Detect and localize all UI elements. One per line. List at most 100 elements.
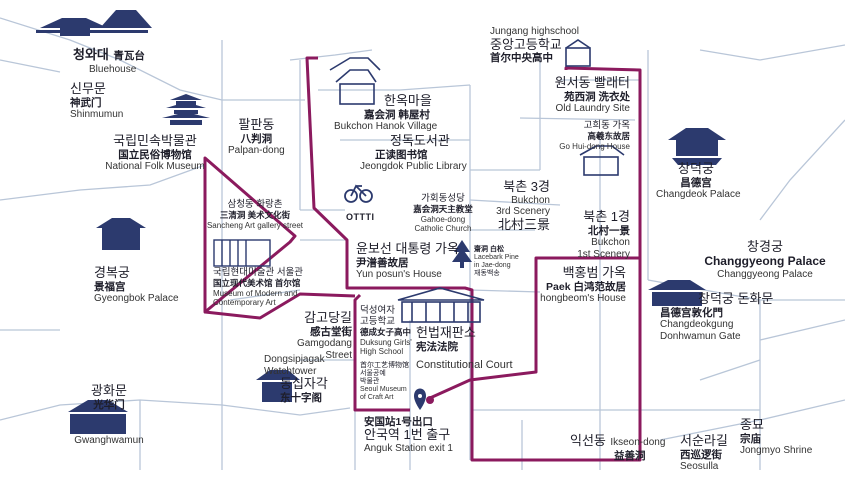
folk-museum-en: National Folk Museum	[105, 161, 205, 172]
building-icon	[213, 239, 271, 267]
samcheongdong-en: Sancheng Art gallery street	[206, 220, 304, 230]
anguk-zh: 安国站1号出口	[364, 416, 433, 428]
label-seosulla: 서순라길 西巡逻街 Seosulla	[680, 433, 728, 473]
duksung-ko2: 고등학교	[360, 315, 395, 327]
iksondong-zh: 益善洞	[614, 450, 646, 463]
church-zh: 嘉会洞天主教堂	[413, 203, 473, 214]
church-en2: Catholic Church	[414, 223, 472, 233]
seosulla-en: Seosulla	[680, 461, 719, 472]
dongsipjagak-en2: Watchtower	[264, 365, 317, 377]
hanok-village-ko: 한옥마을	[384, 93, 432, 108]
changdeokgung-en: Changdeok Palace	[656, 189, 741, 200]
walking-route	[203, 56, 642, 462]
baekhongbeom-ko: 백홍범 가옥	[562, 265, 626, 280]
library-en: Jeongdok Public Library	[360, 161, 467, 172]
yunposun-en: Yun posun's House	[356, 269, 442, 280]
label-hanok-village: 한옥마을 嘉会洞 韩屋村 Bukchon Hanok Village	[334, 93, 437, 133]
seosulla-zh: 西巡逻街	[680, 448, 722, 461]
court-ko: 헌법재판소	[416, 325, 476, 340]
road-network	[0, 17, 845, 470]
mmca-en2: Contemporary Art	[213, 297, 276, 307]
jongmyo-zh: 宗庙	[740, 432, 761, 445]
cheongwadae-zh: 青瓦台	[113, 50, 145, 62]
donhwamun-en2: Donhwamun Gate	[660, 330, 741, 342]
gamgodang-en2: Street	[325, 349, 352, 361]
gyeongbokgung-zh: 景福宫	[94, 280, 126, 293]
palace-icon	[36, 10, 726, 434]
library-ko: 정독도서관	[390, 133, 450, 148]
label-craft-museum: 首尔工艺博物馆 서울공예 박물관 Seoul Museum of Craft A…	[360, 362, 409, 402]
label-palpandong: 팔판동 八判洞 Palpan-dong	[228, 117, 285, 157]
donhwamun-en1: Changdeokgung	[660, 319, 734, 330]
label-lacebark: 齋洞 白松 Lacebark Pine in Jae-dong 재동백송	[474, 246, 519, 278]
donhwamun-zh: 昌德宫敦化門	[660, 306, 723, 319]
label-court: 헌법재판소 宪法法院 Constitutional Court	[416, 325, 513, 372]
iksondong-ko: 익선동	[570, 433, 606, 448]
label-yunposun: 윤보선 대통령 가옥 尹潽善故居 Yun posun's House	[356, 241, 459, 281]
gohuidong-en: Go Hui-dong House	[559, 141, 630, 151]
mmca-ko: 국립현대미술관 서울관	[213, 267, 304, 278]
dongsipjagak-en1: Dongsipjagak	[264, 354, 325, 365]
label-jongmyo: 종묘 宗庙 Jongmyo Shrine	[740, 417, 812, 457]
gyeongbokgung-en: Gyeongbok Palace	[94, 293, 179, 304]
duksung-en1: Duksung Girls'	[360, 337, 412, 347]
sinmumun-zh: 神武门	[70, 96, 102, 109]
label-changgyeonggung: 창경궁 Changgyeong Palace Changgyeong Palac…	[690, 239, 840, 280]
label-cheongwadae: 청와대 青瓦台 Bluehouse	[73, 46, 145, 76]
gwanghwamun-zh: 光华门	[93, 398, 125, 411]
hanok-village-zh: 嘉会洞 韩屋村	[364, 108, 430, 121]
court-zh: 宪法法院	[416, 340, 458, 353]
hanok-icon	[329, 57, 625, 176]
craft-museum-en2: of Craft Art	[360, 394, 394, 402]
label-laundry: 원서동 빨래터 苑西洞 洗衣处 Old Laundry Site	[540, 75, 630, 115]
bukchon3-ko: 북촌 3경	[503, 179, 550, 194]
baekhongbeom-en: hongbeom's House	[540, 293, 626, 304]
library-zh: 正读图书馆	[375, 148, 428, 161]
jungang-high-ko: 중앙고등학교	[490, 36, 562, 52]
seosulla-ko: 서순라길	[680, 433, 728, 448]
samcheongdong-zh: 三清洞 美术文化街	[219, 209, 291, 220]
label-duksung: 덕성여자 고등학교 德成女子高中 Duksung Girls' High Sch…	[360, 305, 412, 356]
label-samcheongdong: 삼청동 화랑촌 三清洞 美术文化街 Sancheng Art gallery s…	[200, 199, 310, 230]
lacebark-zh: 齋洞 白松	[474, 246, 504, 253]
bukchon1-en1: Bukchon	[591, 237, 630, 248]
court-icon	[397, 287, 485, 323]
bukchon3-zh: 北村三景	[497, 216, 550, 232]
craft-museum-zh: 首尔工艺博物馆	[360, 362, 409, 369]
label-iksondong: 익선동 Ikseon-dong 益善洞	[570, 432, 665, 462]
location-pin-icon[interactable]	[414, 388, 434, 411]
label-jungang-high: Jungang highschool 중앙고등학교 首尔中央高中	[490, 26, 579, 65]
gwanghwamun-en: Gwanghwamun	[74, 435, 144, 446]
label-library: 정독도서관 正读图书馆 Jeongdok Public Library	[360, 133, 467, 173]
sinmumun-en: Shinmumun	[70, 109, 124, 120]
church-en1: Gahoe-dong	[420, 214, 466, 224]
ottti-logo: OTTTI	[346, 212, 375, 222]
label-church: 가회동성당 嘉会洞天主教堂 Gahoe-dong Catholic Church	[408, 193, 478, 233]
church-ko: 가회동성당	[421, 193, 465, 204]
school-icon	[565, 39, 591, 67]
craft-museum-ko2: 박물관	[360, 378, 380, 386]
lacebark-ko: 재동백송	[474, 270, 500, 278]
court-en: Constitutional Court	[416, 359, 513, 371]
gyeongbokgung-ko: 경복궁	[94, 265, 130, 280]
gamgodang-ko: 감고당길	[304, 310, 352, 325]
changgyeonggung-en: Changgyeong Palace	[717, 268, 813, 280]
yunposun-zh: 尹潽善故居	[356, 256, 409, 269]
gohuidong-zh: 高羲东故居	[587, 130, 630, 141]
cheongwadae-ko: 청와대	[73, 47, 109, 62]
mmca-en1: Museum of Modern and	[213, 288, 298, 298]
changdeokgung-zh: 昌德宫	[680, 176, 712, 189]
laundry-zh: 苑西洞 洗衣处	[564, 90, 630, 103]
jungang-high-en: Jungang highschool	[490, 26, 579, 37]
duksung-ko1: 덕성여자	[360, 305, 395, 316]
gamgodang-zh: 感古堂街	[310, 325, 352, 338]
laundry-ko: 원서동 빨래터	[554, 75, 630, 90]
label-baekhongbeom: 백홍범 가옥 Paek 白鸿范故居 hongbeom's House	[540, 265, 626, 305]
craft-museum-ko1: 서울공예	[360, 370, 386, 378]
label-gyeongbokgung: 경복궁 景福宫 Gyeongbok Palace	[94, 265, 179, 305]
changgyeonggung-ko: 창경궁	[747, 239, 783, 254]
lacebark-en1: Lacebark Pine	[474, 254, 519, 262]
iksondong-en: Ikseon-dong	[610, 437, 666, 448]
label-bukchon1: 북촌 1경 北村一景 Bukchon 1st Scenery	[560, 209, 630, 260]
